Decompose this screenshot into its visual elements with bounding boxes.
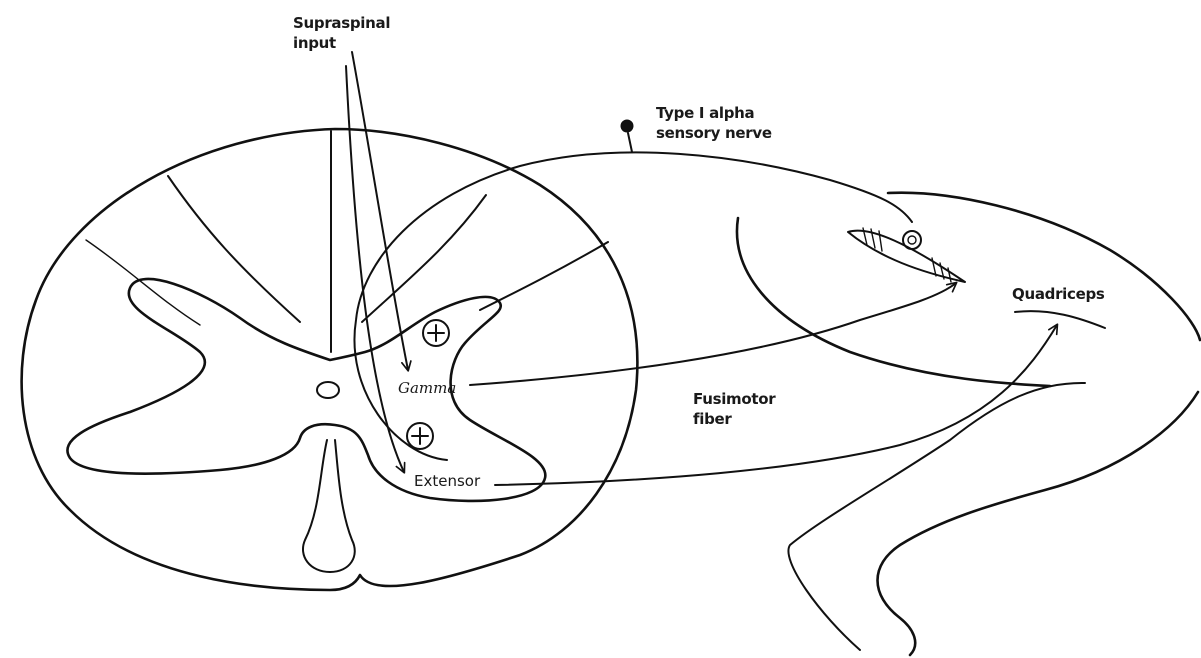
spindle-stripe-3 [879,231,882,251]
excitatory-plus-symbol-extensor [407,423,433,449]
label-fusimotor-fiber: Fusimotor fiber [693,390,775,429]
annulospiral-ending-outer [903,231,921,249]
ventral-horn-line-right [480,242,608,310]
supraspinal-arrow-to-gamma [352,52,408,370]
ganglion-stalk [628,133,632,152]
anterior-median-fissure [303,440,355,572]
label-supraspinal-line1: Supraspinal [293,14,390,34]
label-extensor: Extensor [414,472,480,490]
central-canal [317,382,339,398]
dorsal-root-ganglion-cell [621,120,633,132]
label-gamma: Gamma [398,379,456,397]
gray-matter-outline [67,279,545,501]
label-fusimotor-line1: Fusimotor [693,390,775,410]
label-type1-line1: Type I alpha [656,104,772,124]
label-supraspinal-line2: input [293,34,390,54]
label-type1-line2: sensory nerve [656,124,772,144]
excitatory-plus-symbol-gamma [423,320,449,346]
dorsal-horn-line-left [168,176,300,322]
leg-outline-front [878,392,1199,655]
fusimotor-fiber-arrow [470,283,956,385]
spindle-stripe-6 [948,268,951,282]
leg-outline-knee [788,383,1085,650]
extensor-motor-fiber-arrow [495,325,1057,485]
label-quadriceps: Quadriceps [1012,285,1105,305]
label-supraspinal-input: Supraspinal input [293,14,390,53]
leg-outline-upper [888,193,1200,340]
leg-outline-back [737,218,1050,386]
annulospiral-ending-inner [908,236,916,244]
sensory-nerve-fiber [354,152,912,460]
quadriceps-line [1015,311,1105,328]
label-fusimotor-line2: fiber [693,410,775,430]
label-type1-alpha-sensory-nerve: Type I alpha sensory nerve [656,104,772,143]
